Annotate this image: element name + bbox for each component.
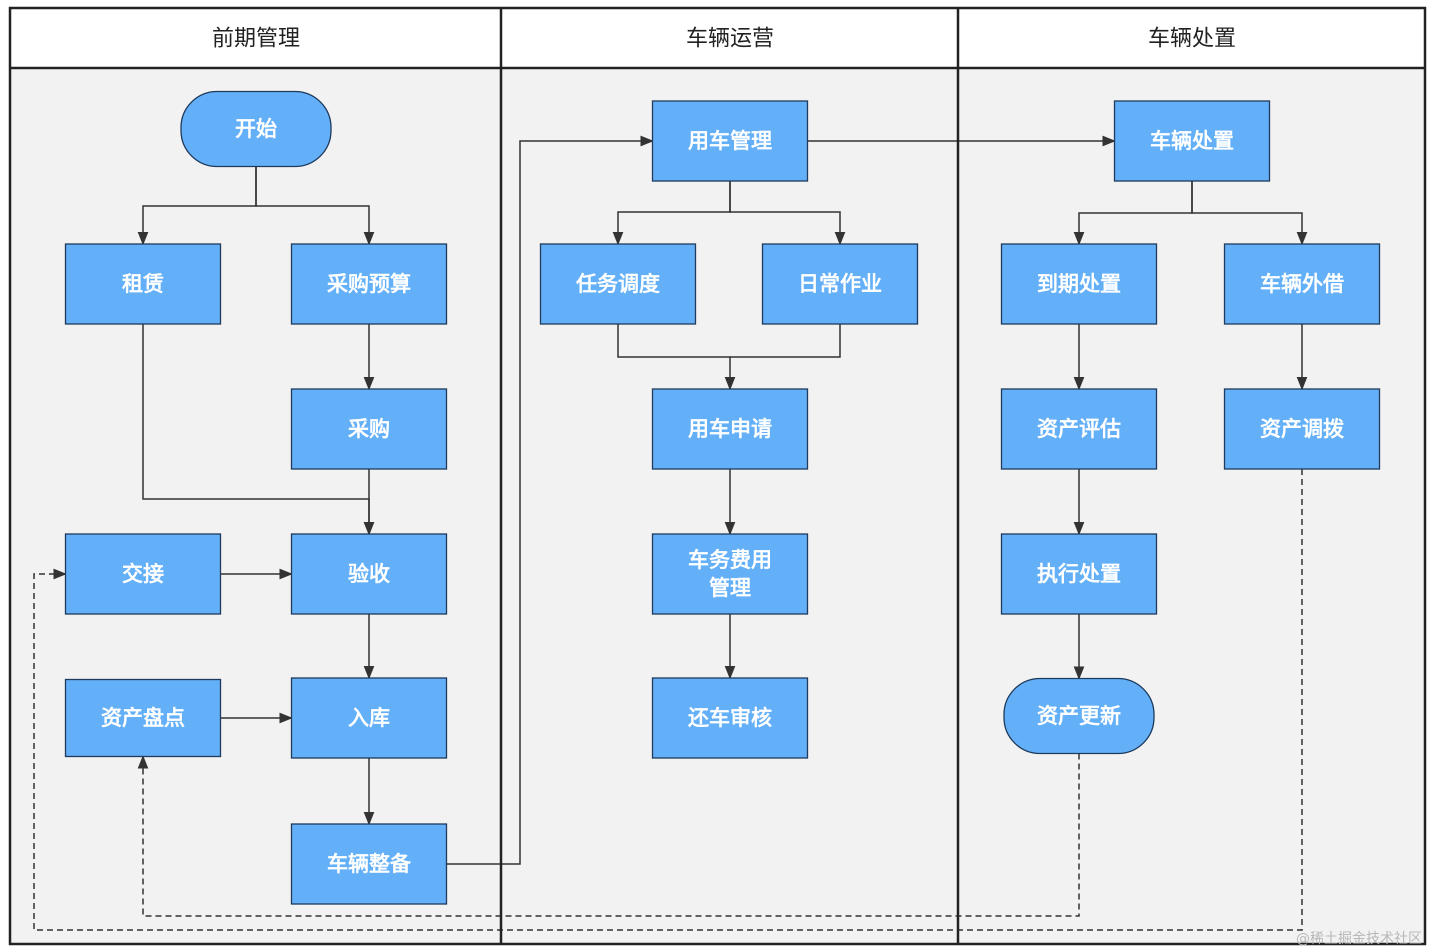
node-shape-asset-inventory — [64, 678, 222, 758]
node-lease[interactable]: 租赁 — [64, 243, 222, 325]
node-acceptance[interactable]: 验收 — [290, 533, 448, 615]
node-shape-handover — [64, 533, 222, 615]
node-expiry-disposal[interactable]: 到期处置 — [1000, 243, 1158, 325]
lane-title-disposal: 车辆处置 — [1148, 27, 1236, 52]
node-shape-return-review — [651, 677, 809, 759]
node-shape-expiry-disposal — [1000, 243, 1158, 325]
edge-start-to-purchase-budget — [255, 166, 375, 246]
node-label-daily-work: 日常作业 — [798, 272, 882, 296]
node-shape-vehicle-disposal — [1113, 100, 1271, 182]
node-label-vehicle-lend: 车辆外借 — [1260, 272, 1344, 296]
node-purchase[interactable]: 采购 — [290, 388, 448, 470]
node-return-review[interactable]: 还车审核 — [651, 677, 809, 759]
node-shape-asset-update — [1003, 677, 1155, 755]
node-shape-purchase — [290, 388, 448, 470]
node-shape-vehicle-use-mgmt — [651, 100, 809, 182]
node-shape-vehicle-request — [651, 388, 809, 470]
node-label-acceptance: 验收 — [348, 562, 390, 586]
node-vehicle-use-mgmt[interactable]: 用车管理 — [651, 100, 809, 182]
node-label-asset-update: 资产更新 — [1037, 704, 1121, 728]
node-shape-warehousing — [290, 677, 448, 759]
lanes-body — [10, 68, 1425, 944]
node-asset-evaluation[interactable]: 资产评估 — [1000, 388, 1158, 470]
node-shape-execute-disposal — [1000, 533, 1158, 615]
lanes-header — [10, 8, 1425, 68]
node-vehicle-request[interactable]: 用车申请 — [651, 388, 809, 470]
node-label-execute-disposal: 执行处置 — [1037, 562, 1121, 586]
edge-vehicle-prep-to-vehicle-use-mgmt — [446, 135, 654, 865]
node-label-warehousing: 入库 — [348, 706, 390, 730]
node-shape-purchase-budget — [290, 243, 448, 325]
node-label-lease: 租赁 — [122, 272, 164, 296]
node-label-task-dispatch: 任务调度 — [575, 272, 660, 296]
node-asset-inventory[interactable]: 资产盘点 — [64, 678, 222, 758]
node-label-purchase-budget: 采购预算 — [327, 272, 411, 296]
watermark: @稀土掘金技术社区 — [1296, 931, 1422, 947]
edge-asset-update-to-asset-inventory — [137, 753, 1080, 917]
node-vehicle-disposal[interactable]: 车辆处置 — [1113, 100, 1271, 182]
node-label-return-review: 还车审核 — [687, 706, 772, 730]
edge-task-dispatch-to-vehicle-request — [617, 324, 736, 391]
node-label-vehicle-cost-mgmt: 车务费用 — [688, 548, 772, 572]
node-task-dispatch[interactable]: 任务调度 — [539, 243, 697, 325]
lane-title-operation: 车辆运营 — [686, 27, 774, 52]
edge-vehicle-disposal-to-vehicle-lend — [1191, 181, 1308, 246]
node-shape-vehicle-prep — [290, 823, 448, 905]
node-shape-task-dispatch — [539, 243, 697, 325]
edge-daily-work-to-vehicle-request — [730, 324, 841, 358]
node-shape-acceptance — [290, 533, 448, 615]
node-shape-lease — [64, 243, 222, 325]
node-shape-asset-transfer — [1223, 388, 1381, 470]
node-label-asset-inventory: 资产盘点 — [101, 706, 185, 730]
node-label-vehicle-prep: 车辆整备 — [327, 852, 412, 876]
node-asset-transfer[interactable]: 资产调拨 — [1223, 388, 1381, 470]
edge-lease-to-acceptance — [142, 324, 375, 536]
edge-vehicle-use-mgmt-to-daily-work — [729, 181, 846, 246]
node-label-purchase: 采购 — [348, 417, 390, 441]
lane-title-preliminary: 前期管理 — [212, 27, 300, 52]
node-shape-start — [180, 90, 332, 168]
node-purchase-budget[interactable]: 采购预算 — [290, 243, 448, 325]
edge-asset-transfer-to-handover — [33, 469, 1303, 931]
node-execute-disposal[interactable]: 执行处置 — [1000, 533, 1158, 615]
node-daily-work[interactable]: 日常作业 — [761, 243, 919, 325]
node-handover[interactable]: 交接 — [64, 533, 222, 615]
node-label-start: 开始 — [235, 117, 277, 141]
node-label-expiry-disposal: 到期处置 — [1037, 272, 1121, 296]
node-label-handover: 交接 — [122, 562, 164, 586]
diagram-border — [8, 6, 1427, 946]
node-label-vehicle-cost-mgmt: 管理 — [709, 576, 751, 600]
node-vehicle-prep[interactable]: 车辆整备 — [290, 823, 448, 905]
node-asset-update[interactable]: 资产更新 — [1003, 677, 1155, 755]
node-shape-vehicle-cost-mgmt — [651, 533, 809, 615]
node-label-asset-evaluation: 资产评估 — [1037, 417, 1121, 441]
node-label-vehicle-disposal: 车辆处置 — [1150, 129, 1234, 153]
node-shape-asset-evaluation — [1000, 388, 1158, 470]
node-start[interactable]: 开始 — [180, 90, 332, 168]
node-label-asset-transfer: 资产调拨 — [1260, 417, 1345, 441]
node-label-vehicle-request: 用车申请 — [688, 417, 772, 441]
node-label-vehicle-use-mgmt: 用车管理 — [688, 129, 772, 153]
node-shape-daily-work — [761, 243, 919, 325]
node-warehousing[interactable]: 入库 — [290, 677, 448, 759]
node-vehicle-lend[interactable]: 车辆外借 — [1223, 243, 1381, 325]
node-shape-vehicle-lend — [1223, 243, 1381, 325]
edges-layer — [33, 135, 1308, 931]
